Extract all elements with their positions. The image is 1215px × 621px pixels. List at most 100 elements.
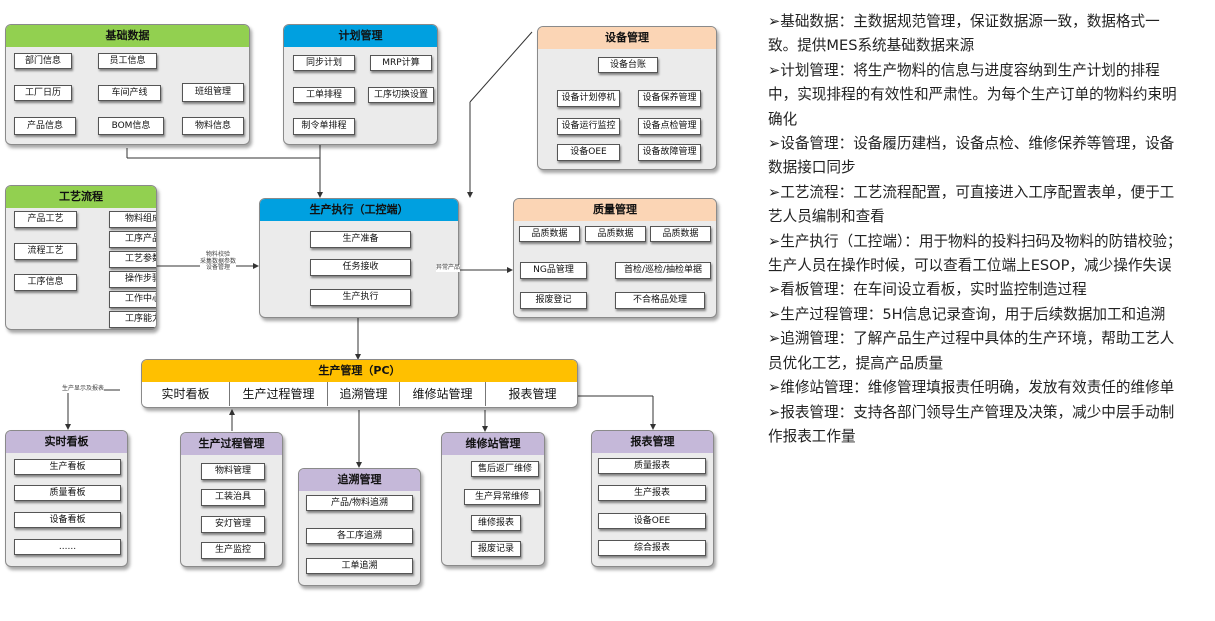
equipment-ledger-box[interactable]: 设备台账 [598,57,658,73]
production-report-box[interactable]: 生产报表 [598,485,706,501]
work-center-box[interactable]: 工作中心 [109,291,156,308]
tab-repair-management[interactable]: 维修站管理 [400,382,486,406]
production-exec-box[interactable]: 生产执行 [310,289,411,306]
maintenance-box[interactable]: 设备保养管理 [638,90,701,107]
scrap-register-box[interactable]: 报废登记 [520,292,587,309]
execution-title: 生产执行（工控端） [260,199,458,221]
product-info-box[interactable]: 产品信息 [14,117,76,135]
material-mgmt-box[interactable]: 物料管理 [201,463,265,480]
desc-process-flow: ➢工艺流程：工艺流程配置，可直接进入工序配置表单，便于工艺人员编制和查看 [768,183,1175,226]
workshop-line-box[interactable]: 车间产线 [98,85,161,101]
abnormal-repair-box[interactable]: 生产异常维修 [464,489,540,505]
board-title: 实时看板 [6,431,127,453]
edge-label-board-link: 生产显示及报表 [62,385,105,393]
equipment-title: 设备管理 [538,27,716,49]
more-board-box[interactable]: ...... [14,539,121,555]
equipment-oee-box[interactable]: 设备OEE [557,144,620,161]
mrp-calc-box[interactable]: MRP计算 [370,55,432,71]
desc-board: ➢看板管理：在车间设立看板，实时监控制造过程 [768,281,1087,299]
tab-trace-management[interactable]: 追溯管理 [328,382,400,406]
department-info-box[interactable]: 部门信息 [14,53,72,69]
desc-process-mgmt: ➢生产过程管理：5H信息记录查询，用于后续数据加工和追溯 [768,305,1166,323]
scrap-record-box[interactable]: 报废记录 [471,541,521,557]
spot-check-box[interactable]: 设备点检管理 [638,118,701,135]
sync-plan-box[interactable]: 同步计划 [293,55,355,71]
desc-trace: ➢追溯管理：了解产品生产过程中具体的生产环境，帮助工艺人员优化工艺，提高产品质量 [768,330,1175,372]
andon-box[interactable]: 安灯管理 [201,516,265,533]
repair-panel: 维修站管理 售后返厂维修 生产异常维修 维修报表 报废记录 [441,432,545,566]
planned-stop-box[interactable]: 设备计划停机 [557,90,620,107]
report-title: 报表管理 [592,431,713,453]
aftersales-repair-box[interactable]: 售后返厂维修 [471,461,539,477]
desc-execution: ➢生产执行（工控端）：用于物料的投料扫码及物料的防错校验；生产人员在操作时候，可… [768,232,1182,275]
work-order-schedule-box[interactable]: 工单排程 [293,87,355,103]
desc-basic-data: ➢基础数据：主数据规范管理，保证数据源一致，数据格式一致。提供MES系统基础数据… [768,13,1160,55]
basic-data-title: 基础数据 [6,25,249,47]
plan-title: 计划管理 [284,25,437,47]
work-order-trace-box[interactable]: 工单追溯 [306,558,413,574]
quality-data-box-2[interactable]: 品质数据 [585,226,646,242]
trace-title: 追溯管理 [299,469,420,491]
factory-calendar-box[interactable]: 工厂日历 [14,85,72,101]
trace-panel: 追溯管理 产品/物料追溯 各工序追溯 工单追溯 [298,468,421,586]
quality-board-box[interactable]: 质量看板 [14,485,121,501]
process-flow-panel: 工艺流程 产品工艺 流程工艺 工序信息 物料组成 工序产品 工艺参数 操作步骤 … [5,185,157,330]
tab-process-management[interactable]: 生产过程管理 [230,382,328,406]
edge-label-process-exec: 物料校验 采集数据参数 设备管理 [200,251,237,272]
quality-panel: 质量管理 品质数据 品质数据 品质数据 NG品管理 首检/巡检/抽检单据 报废登… [513,198,717,318]
pc-title: 生产管理（PC） [142,360,577,382]
production-prep-box[interactable]: 生产准备 [310,231,411,248]
quality-data-box-1[interactable]: 品质数据 [519,226,580,242]
desc-report: ➢报表管理：支持各部门领导生产管理及决策，减少中层手动制作报表工作量 [768,403,1175,445]
report-panel: 报表管理 质量报表 生产报表 设备OEE 综合报表 [591,430,714,567]
process-params-box[interactable]: 工艺参数 [109,251,156,268]
operation-trace-box[interactable]: 各工序追溯 [306,528,413,544]
inspection-records-box[interactable]: 首检/巡检/抽检单据 [615,262,711,279]
operation-capacity-box[interactable]: 工序能力 [109,311,156,328]
operation-info-box[interactable]: 工序信息 [14,274,77,291]
fixture-box[interactable]: 工装治具 [201,489,265,506]
make-order-schedule-box[interactable]: 制令单排程 [293,118,355,135]
desc-repair: ➢维修站管理：维修管理填报责任明确，发放有效责任的维修单 [768,379,1175,397]
flow-process-box[interactable]: 流程工艺 [14,243,77,260]
equipment-panel: 设备管理 设备台账 设备计划停机 设备保养管理 设备运行监控 设备点检管理 设备… [537,26,717,170]
equipment-board-box[interactable]: 设备看板 [14,512,121,528]
fault-management-box[interactable]: 设备故障管理 [638,144,701,161]
employee-info-box[interactable]: 员工信息 [98,53,157,69]
quality-title: 质量管理 [514,199,716,221]
team-management-box[interactable]: 班组管理 [182,83,244,102]
running-monitor-box[interactable]: 设备运行监控 [557,118,620,135]
proc-mgmt-panel: 生产过程管理 物料管理 工装治具 安灯管理 生产监控 [180,432,283,567]
task-receive-box[interactable]: 任务接收 [310,259,411,276]
execution-panel: 生产执行（工控端） 生产准备 任务接收 生产执行 [259,198,459,318]
bom-info-box[interactable]: BOM信息 [98,117,164,135]
tab-realtime-board[interactable]: 实时看板 [142,382,230,406]
quality-data-box-3[interactable]: 品质数据 [650,226,711,242]
plan-panel: 计划管理 同步计划 MRP计算 工单排程 工序切换设置 制令单排程 [283,24,438,145]
product-material-trace-box[interactable]: 产品/物料追溯 [306,495,413,511]
material-info-box[interactable]: 物料信息 [182,117,244,135]
process-flow-title: 工艺流程 [6,186,156,208]
nonconforming-box[interactable]: 不合格品处理 [615,292,705,309]
equipment-oee-report-box[interactable]: 设备OEE [598,513,706,529]
board-panel: 实时看板 生产看板 质量看板 设备看板 ...... [5,430,128,567]
operation-product-box[interactable]: 工序产品 [109,231,156,248]
ng-management-box[interactable]: NG品管理 [520,262,587,279]
process-switch-box[interactable]: 工序切换设置 [368,87,434,103]
repair-report-box[interactable]: 维修报表 [471,515,521,531]
tab-report-management[interactable]: 报表管理 [486,382,577,406]
product-process-box[interactable]: 产品工艺 [14,211,77,228]
quality-report-box[interactable]: 质量报表 [598,458,706,474]
pc-panel: 生产管理（PC） 实时看板 生产过程管理 追溯管理 维修站管理 报表管理 [141,359,578,408]
operation-steps-box[interactable]: 操作步骤 [109,271,156,288]
desc-equipment: ➢设备管理：设备履历建档，设备点检、维修保养等管理，设备数据接口同步 [768,135,1175,177]
production-board-box[interactable]: 生产看板 [14,459,121,475]
material-composition-box[interactable]: 物料组成 [109,211,156,228]
repair-title: 维修站管理 [442,433,544,455]
proc-mgmt-title: 生产过程管理 [181,433,282,455]
summary-report-box[interactable]: 综合报表 [598,540,706,556]
description-list: ➢基础数据：主数据规范管理，保证数据源一致，数据格式一致。提供MES系统基础数据… [768,10,1188,449]
basic-data-panel: 基础数据 部门信息 员工信息 工厂日历 车间产线 班组管理 产品信息 BOM信息… [5,24,250,145]
production-monitor-box[interactable]: 生产监控 [201,542,265,559]
desc-plan: ➢计划管理：将生产物料的信息与进度容纳到生产计划的排程中，实现排程的有效性和严肃… [768,61,1177,128]
